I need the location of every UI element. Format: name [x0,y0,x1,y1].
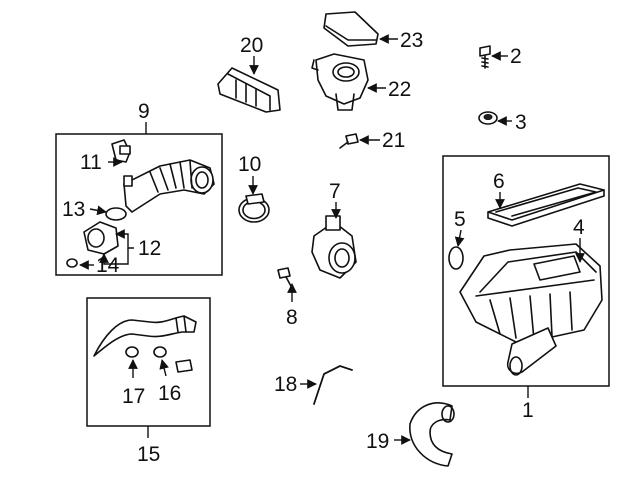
callout-22: 22 [388,78,411,101]
leader-12 [115,229,134,249]
leader-13 [89,205,107,216]
callout-16: 16 [158,382,181,405]
part-3-grommet [478,111,498,125]
part-11-sensor-bracket [111,139,131,163]
callout-labels: 23 2 20 22 3 9 21 11 10 6 7 13 5 4 12 14… [62,29,585,466]
part-20-inlet-duct [217,67,281,113]
callout-20: 20 [240,34,263,57]
part-4-filter-box [459,243,603,376]
callout-19: 19 [366,430,389,453]
callout-6: 6 [493,170,505,193]
part-16-bolt [153,346,193,373]
group-box-15 [86,297,211,427]
callout-18: 18 [274,373,297,396]
part-17-grommet [125,346,139,358]
part-13-o-ring [105,207,127,221]
callout-21: 21 [382,129,405,152]
part-5-seal [448,246,464,270]
part-19-outlet-tube [409,402,455,467]
part-7-maf-sensor [311,215,357,279]
part-15-breather-tube [93,315,197,357]
part-23-duct-cover [323,11,379,47]
callout-12: 12 [138,237,161,260]
callout-13: 13 [62,198,85,221]
part-18-tube [313,365,353,405]
group-box-1 [442,155,610,387]
part-10-clamp [238,193,270,223]
callout-14: 14 [96,254,120,277]
callout-15: 15 [137,443,160,466]
leader-5 [454,229,465,247]
leader-12b [99,248,129,265]
part-6-air-filter [487,183,605,227]
part-2-bolt [479,45,491,69]
part-14-o-ring [66,258,78,268]
part-21-bolt [339,133,359,149]
callout-8: 8 [286,306,298,329]
callout-23: 23 [400,29,423,52]
callout-3: 3 [515,111,527,134]
leader-16 [159,359,169,377]
group-box-9 [55,133,223,276]
callout-11: 11 [80,151,102,174]
callout-17: 17 [122,385,145,408]
leader-lines [79,34,585,445]
part-9-air-hose [123,159,215,213]
callout-7: 7 [329,180,341,203]
callout-5: 5 [454,208,466,231]
callout-1: 1 [522,399,534,422]
callout-10: 10 [238,153,261,176]
part-22-resonator [311,53,369,111]
callout-9: 9 [138,100,150,123]
part-12-throttle-adapter [83,221,119,255]
callout-2: 2 [510,45,522,68]
callout-4: 4 [573,216,585,239]
part-8-bolt [277,267,293,289]
